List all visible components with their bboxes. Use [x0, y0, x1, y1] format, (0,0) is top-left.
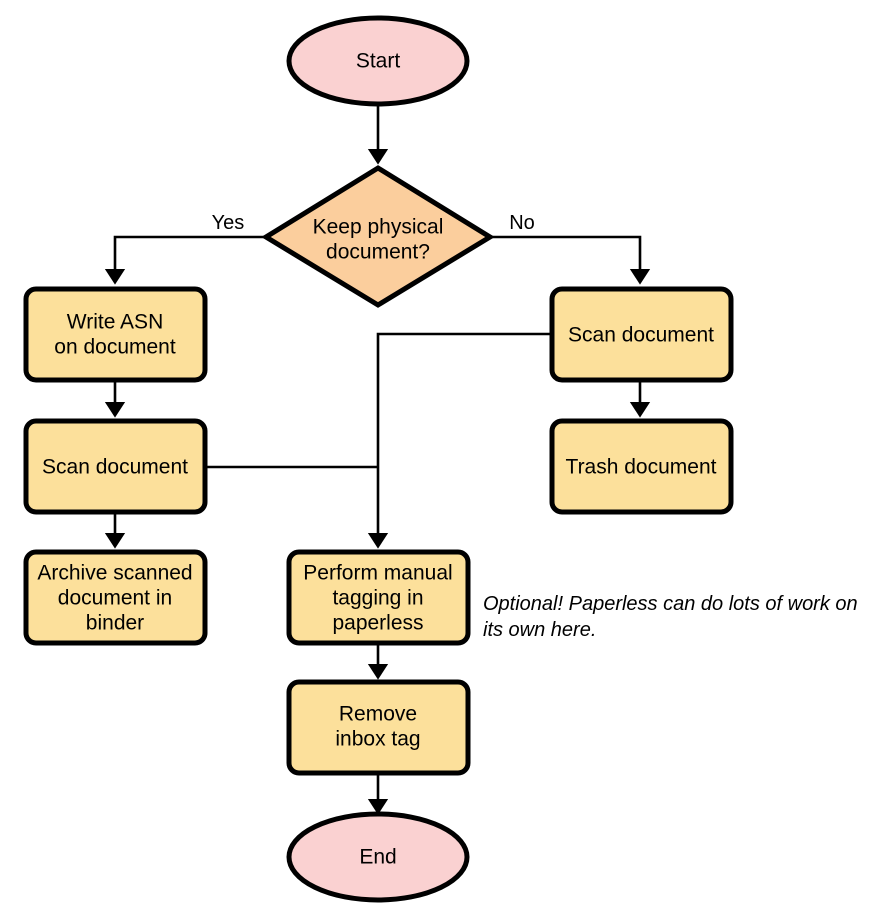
- edge-label-yes: Yes: [212, 212, 245, 234]
- remove-inbox-tag-label-line1: Remove: [339, 703, 417, 726]
- tagging-label-line1: Perform manual: [303, 562, 452, 585]
- remove-inbox-tag-label-line2: inbox tag: [335, 728, 420, 751]
- edge-label-no: No: [509, 212, 535, 234]
- node-archive-scanned-document[interactable]: Archive scanned document in binder: [23, 549, 208, 646]
- node-perform-manual-tagging[interactable]: Perform manual tagging in paperless: [286, 549, 471, 646]
- node-scan-document-left[interactable]: Scan document: [23, 418, 208, 515]
- start-ellipse: [286, 15, 470, 107]
- end-label: End: [359, 846, 396, 869]
- scan-document-right-label: Scan document: [568, 324, 714, 347]
- write-asn-label-line2: on document: [54, 336, 176, 359]
- tagging-label-line3: paperless: [332, 612, 423, 635]
- annotation-line2: its own here.: [483, 619, 596, 641]
- remove-inbox-tag-box: [286, 679, 471, 776]
- archive-label-line3: binder: [86, 612, 144, 635]
- node-scan-document-right[interactable]: Scan document: [549, 286, 734, 383]
- edge-scan-right-to-tagging: [367, 332, 552, 549]
- scan-document-left-label: Scan document: [42, 456, 188, 479]
- tagging-box: [286, 549, 471, 646]
- decision-label-line1: Keep physical: [313, 216, 444, 239]
- write-asn-box: [23, 286, 208, 383]
- node-trash-document[interactable]: Trash document: [549, 418, 734, 515]
- node-decision-keep-physical-document[interactable]: Keep physical document?: [261, 165, 495, 308]
- node-start[interactable]: Start: [286, 15, 470, 107]
- node-remove-inbox-tag[interactable]: Remove inbox tag: [286, 679, 471, 776]
- node-end[interactable]: End: [286, 811, 470, 903]
- archive-box: [23, 549, 208, 646]
- write-asn-label-line1: Write ASN: [67, 311, 163, 334]
- archive-label-line2: document in: [58, 587, 172, 610]
- scan-document-right-box: [549, 286, 734, 383]
- annotation-note: Optional! Paperless can do lots of work …: [483, 593, 858, 641]
- scan-document-left-box: [23, 418, 208, 515]
- trash-document-box: [549, 418, 734, 515]
- decision-diamond: [261, 165, 495, 308]
- node-write-asn-on-document[interactable]: Write ASN on document: [23, 286, 208, 383]
- decision-label-line2: document?: [326, 241, 430, 264]
- trash-document-label: Trash document: [566, 456, 717, 479]
- edge-decision-yes-to-write-asn: [104, 235, 266, 285]
- archive-label-line1: Archive scanned: [37, 562, 192, 585]
- end-ellipse: [286, 811, 470, 903]
- tagging-label-line2: tagging in: [332, 587, 423, 610]
- start-label: Start: [356, 50, 401, 73]
- annotation-line1: Optional! Paperless can do lots of work …: [483, 593, 858, 615]
- edge-decision-no-to-scan-right: [490, 235, 651, 285]
